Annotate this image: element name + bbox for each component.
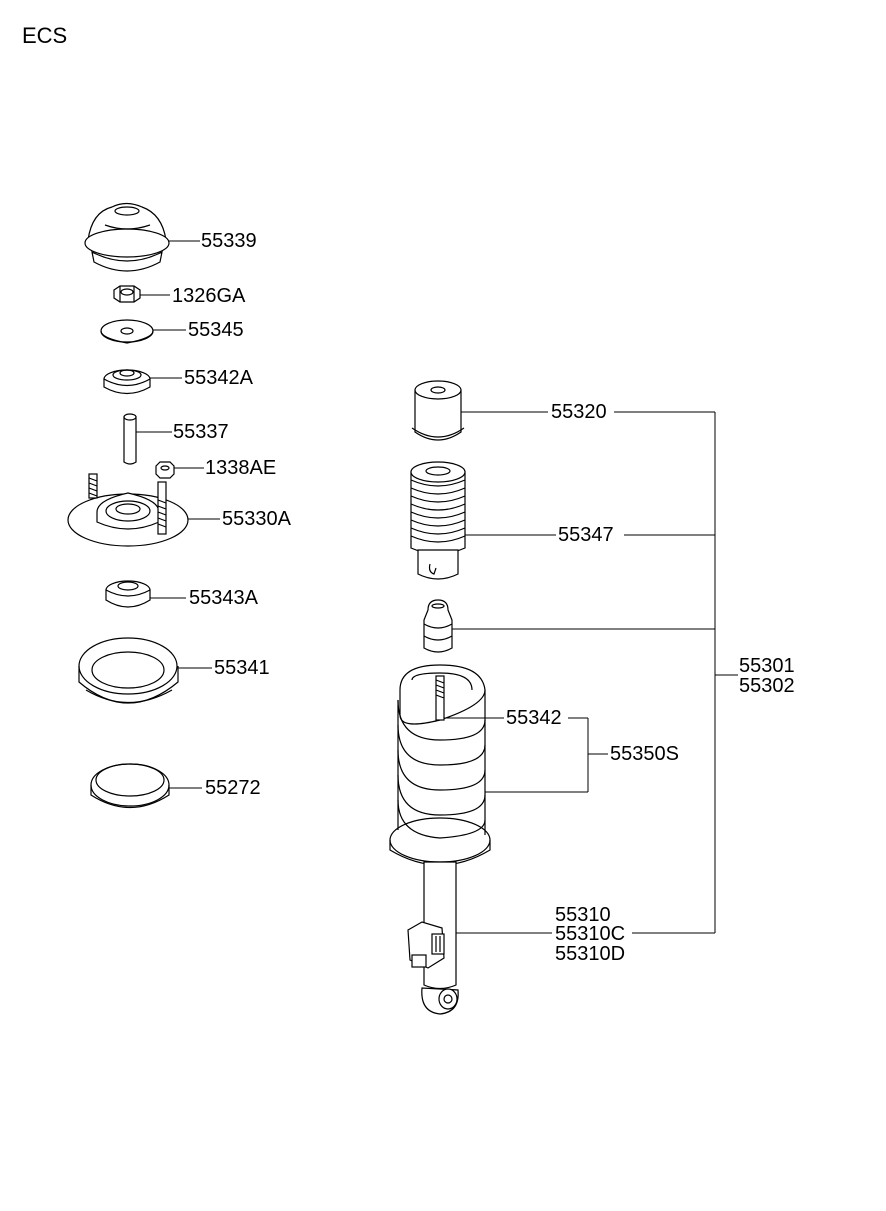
leader-lines-left: [136, 240, 220, 789]
part-dust-cap: [84, 202, 170, 272]
part-washer: [100, 319, 154, 344]
label-55347: 55347: [558, 524, 614, 546]
label-55337: 55337: [173, 421, 229, 443]
label-55330A: 55330A: [222, 508, 291, 530]
part-insulator-upper: [103, 369, 151, 395]
part-mounting-plate: [67, 473, 189, 547]
label-55272: 55272: [205, 777, 261, 799]
label-55310D: 55310D: [555, 943, 626, 965]
part-nut-1326GA: [113, 285, 141, 303]
leader-lines-right: [444, 411, 738, 934]
label-55301: 55301: [739, 655, 795, 677]
part-spring-seat: [78, 637, 179, 704]
label-55310: 55310: [555, 904, 611, 926]
label-55339: 55339: [201, 230, 257, 252]
part-dust-cover-cap: [411, 380, 465, 441]
part-sleeve: [123, 413, 137, 465]
label-55341: 55341: [214, 657, 270, 679]
label-55345: 55345: [188, 319, 244, 341]
label-55343A: 55343A: [189, 587, 258, 609]
part-strut-assembly: [389, 664, 491, 1015]
diagram-title: ECS: [22, 23, 68, 48]
label-55310C: 55310C: [555, 923, 626, 945]
part-ring: [90, 763, 170, 809]
part-nut-1338AE: [155, 461, 175, 479]
label-55302: 55302: [739, 675, 795, 697]
label-55342A: 55342A: [184, 367, 253, 389]
part-insulator-lower: [105, 580, 151, 608]
label-55342: 55342: [506, 707, 562, 729]
label-55350S: 55350S: [610, 743, 679, 765]
label-1326GA: 1326GA: [172, 285, 246, 307]
label-1338AE: 1338AE: [205, 457, 277, 479]
part-bump-stopper: [423, 599, 453, 653]
label-55320: 55320: [551, 401, 607, 423]
part-boot: [410, 461, 466, 580]
